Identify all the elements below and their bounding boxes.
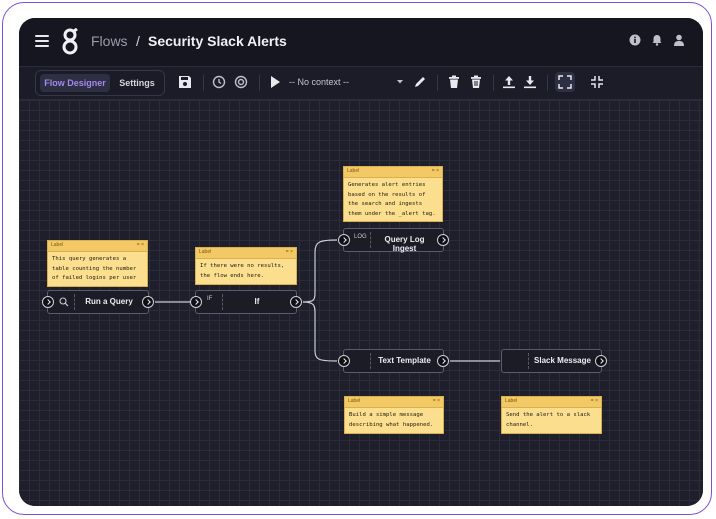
play-icon[interactable] [267,74,283,90]
note-text: Build a simple message describing what h… [349,412,434,428]
node-run-query[interactable]: Run a Query [42,290,154,314]
node-title: Run a Query [85,297,133,306]
node-slack-message[interactable]: Slack Message [501,349,607,373]
target-icon[interactable] [233,74,249,90]
connection-wires [155,239,500,362]
note-controls[interactable]: = × [432,398,440,404]
context-select[interactable]: -- No context -- [289,77,350,87]
toolbar-divider [203,75,204,91]
info-icon[interactable] [629,34,641,46]
toolbar-divider [547,75,548,91]
app-window: Flows / Security Slack Alerts Flow Desig… [19,18,703,506]
node-title: Text Template [378,356,431,365]
tab-settings[interactable]: Settings [119,78,155,88]
note-label: Label [348,398,361,404]
note-controls[interactable]: = × [590,398,598,404]
output-port[interactable] [290,296,302,308]
fullscreen-icon [558,75,572,89]
designer-toolbar: Flow Designer Settings -- No context -- [19,67,703,100]
breadcrumb-flows[interactable]: Flows [91,33,128,49]
collapse-icon[interactable] [589,74,605,90]
node-title: Slack Message [534,356,591,365]
bell-icon[interactable] [651,34,663,46]
top-bar: Flows / Security Slack Alerts [19,18,703,67]
note-query[interactable]: Label = × This query generates a table co… [47,240,148,287]
note-controls[interactable]: = × [136,242,144,248]
node-divider [528,353,529,369]
note-ingest[interactable]: Label = × Generates alert entries based o… [343,166,443,222]
note-controls[interactable]: = × [431,168,439,174]
note-label: Label [51,242,64,248]
node-divider [370,232,371,248]
chevron-down-icon[interactable] [396,79,404,85]
node-title: If [254,297,260,306]
flow-canvas[interactable]: Label = × This query generates a table co… [19,100,703,506]
search-icon [59,297,69,307]
node-query-log-ingest[interactable]: LOG Query Log Ingest [338,228,449,253]
app-logo-icon[interactable] [61,28,79,56]
download-icon[interactable] [522,74,538,90]
history-icon[interactable] [211,74,227,90]
note-if[interactable]: Label = × If there were no results, the f… [195,247,297,285]
note-label: Label [505,398,518,404]
view-switcher: Flow Designer Settings [35,70,165,96]
delete-all-icon[interactable] [468,74,484,90]
toolbar-divider [437,75,438,91]
note-text: If there were no results, the flow ends … [200,263,285,279]
node-title: Query Log Ingest [384,235,425,253]
note-controls[interactable]: = × [285,249,293,255]
input-port[interactable] [338,234,350,246]
edit-icon[interactable] [412,74,428,90]
node-divider [222,294,223,310]
menu-icon[interactable] [35,35,49,47]
tab-flow-designer[interactable]: Flow Designer [40,74,110,92]
note-text: This query generates a table counting th… [52,256,137,281]
note-slack[interactable]: Label = × Send the alert to a slack chann… [501,396,602,434]
node-divider [370,353,371,369]
node-text-template[interactable]: Text Template [338,349,449,373]
upload-icon[interactable] [501,74,517,90]
note-label: Label [199,249,212,255]
note-template[interactable]: Label = × Build a simple message describi… [344,396,444,434]
page-title: Security Slack Alerts [148,33,287,49]
save-icon[interactable] [177,74,193,90]
toolbar-divider [493,75,494,91]
node-if[interactable]: IF If [190,290,302,314]
trash-icon[interactable] [446,74,462,90]
output-port[interactable] [437,355,449,367]
user-icon[interactable] [673,34,685,46]
output-port[interactable] [142,296,154,308]
note-text: Send the alert to a slack channel. [506,412,591,428]
toolbar-divider [259,75,260,91]
fullscreen-button[interactable] [555,72,575,92]
breadcrumb-separator: / [136,33,140,49]
input-port[interactable] [42,296,54,308]
if-icon: IF [207,296,213,302]
output-port[interactable] [437,234,449,246]
output-port[interactable] [595,355,607,367]
note-text: Generates alert entries based on the res… [348,182,436,217]
input-port[interactable] [190,296,202,308]
input-port[interactable] [338,355,350,367]
note-label: Label [347,168,360,174]
log-icon: LOG [354,234,367,240]
node-divider [74,294,75,310]
